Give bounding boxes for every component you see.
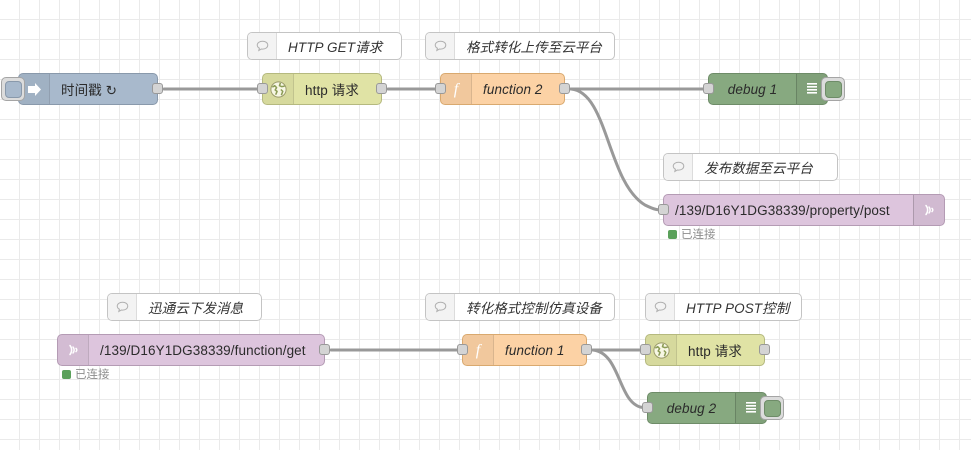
- output-port[interactable]: [376, 83, 387, 94]
- node-label: /139/D16Y1DG38339/function/get: [100, 342, 306, 358]
- input-port[interactable]: [457, 344, 468, 355]
- node-label: function 1: [505, 342, 565, 358]
- node-function-2[interactable]: f function 2: [435, 73, 570, 105]
- antenna-icon: [58, 335, 89, 365]
- node-debug-2[interactable]: debug 2: [642, 392, 784, 424]
- debug-button-face: [824, 80, 842, 98]
- input-port[interactable]: [703, 83, 714, 94]
- input-port[interactable]: [658, 204, 669, 215]
- status-dot-connected: [62, 369, 71, 379]
- node-mqtt-in-function-get[interactable]: /139/D16Y1DG38339/function/get: [57, 334, 330, 366]
- svg-text:f: f: [454, 81, 461, 98]
- wire-function1-to-debug2: [591, 348, 651, 410]
- status-label: 已连接: [75, 369, 110, 381]
- output-port[interactable]: [581, 344, 592, 355]
- mqtt-in-status: 已连接: [62, 366, 110, 382]
- node-http-request-get[interactable]: http 请求: [257, 73, 387, 105]
- node-debug-1[interactable]: debug 1: [703, 73, 845, 105]
- input-port[interactable]: [640, 344, 651, 355]
- svg-text:f: f: [476, 342, 483, 359]
- comment-http-post[interactable]: HTTP POST控制: [645, 293, 802, 321]
- arrow-right-icon: [19, 74, 50, 104]
- node-label: debug 2: [666, 400, 717, 416]
- node-label: /139/D16Y1DG38339/property/post: [675, 202, 890, 218]
- function-f-icon: f: [463, 335, 494, 365]
- node-label: debug 1: [727, 81, 778, 97]
- comment-publish-to-cloud[interactable]: 发布数据至云平台: [663, 153, 838, 181]
- input-port[interactable]: [435, 83, 446, 94]
- comment-bubble-icon: [108, 294, 137, 320]
- comment-label: 格式转化上传至云平台: [466, 40, 602, 55]
- comment-label: HTTP GET请求: [288, 40, 383, 55]
- node-label: function 2: [483, 81, 543, 97]
- comment-bubble-icon: [248, 33, 277, 59]
- node-label: 时间戳 ↻: [61, 83, 118, 98]
- comment-convert-control[interactable]: 转化格式控制仿真设备: [425, 293, 615, 321]
- comment-format-upload[interactable]: 格式转化上传至云平台: [425, 32, 615, 60]
- comment-label: HTTP POST控制: [686, 301, 790, 316]
- output-port[interactable]: [759, 344, 770, 355]
- node-http-request-post[interactable]: http 请求: [640, 334, 770, 366]
- debug-enable-button[interactable]: [760, 396, 784, 420]
- comment-label: 发布数据至云平台: [704, 161, 813, 176]
- input-port[interactable]: [257, 83, 268, 94]
- output-port[interactable]: [559, 83, 570, 94]
- mqtt-out-status: 已连接: [668, 226, 716, 242]
- node-label: http 请求: [305, 83, 359, 98]
- wire-function2-to-mqtt: [569, 87, 665, 212]
- comment-http-get[interactable]: HTTP GET请求: [247, 32, 402, 60]
- comment-bubble-icon: [664, 154, 693, 180]
- node-label: http 请求: [688, 344, 742, 359]
- inject-trigger-button[interactable]: [1, 77, 25, 101]
- inject-button-face: [4, 80, 22, 98]
- globe-icon: [646, 335, 677, 365]
- node-mqtt-out-property-post[interactable]: /139/D16Y1DG38339/property/post: [658, 194, 945, 226]
- antenna-icon: [913, 195, 944, 225]
- node-function-1[interactable]: f function 1: [457, 334, 592, 366]
- output-port[interactable]: [319, 344, 330, 355]
- comment-bubble-icon: [426, 33, 455, 59]
- comment-bubble-icon: [646, 294, 675, 320]
- debug-button-face: [763, 399, 781, 417]
- function-f-icon: f: [441, 74, 472, 104]
- debug-enable-button[interactable]: [821, 77, 845, 101]
- comment-label: 转化格式控制仿真设备: [466, 301, 602, 316]
- comment-bubble-icon: [426, 294, 455, 320]
- input-port[interactable]: [642, 402, 653, 413]
- status-dot-connected: [668, 229, 677, 239]
- node-inject-timestamp[interactable]: 时间戳 ↻: [1, 73, 163, 105]
- comment-label: 迅通云下发消息: [148, 301, 244, 316]
- globe-icon: [263, 74, 294, 104]
- status-label: 已连接: [681, 229, 716, 241]
- comment-cloud-downlink[interactable]: 迅通云下发消息: [107, 293, 262, 321]
- output-port[interactable]: [152, 83, 163, 94]
